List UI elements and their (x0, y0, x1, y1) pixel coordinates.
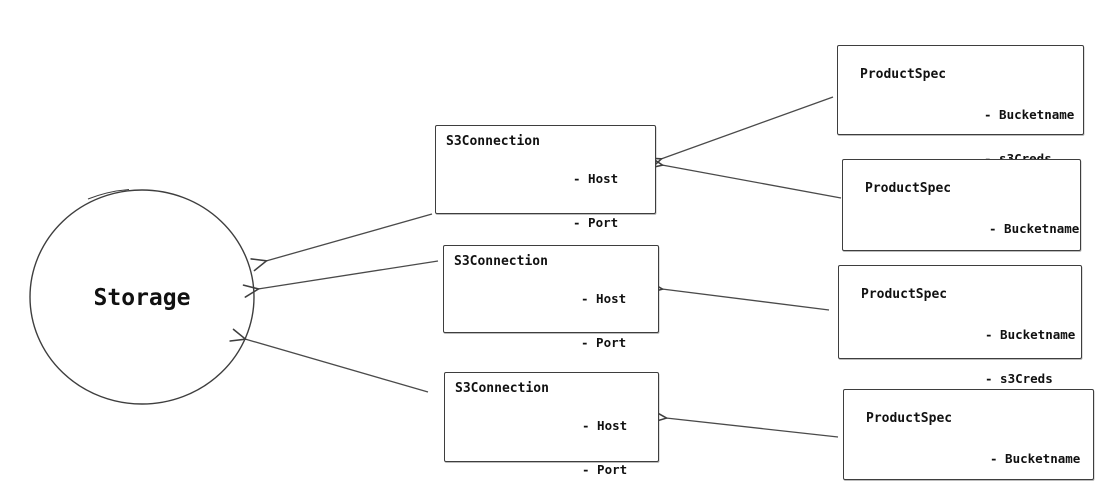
attribute-bucketname: - Bucketname (989, 221, 1080, 236)
productspec-title: ProductSpec (865, 181, 952, 196)
productspec-box-2: ProductSpec - Bucketname - s3Creds (842, 159, 1081, 279)
attribute-port: - Port (582, 461, 628, 477)
attribute-port: - Port (581, 334, 627, 350)
productspec-attributes: - Bucketname - s3Creds (990, 423, 1080, 493)
productspec-box-4: ProductSpec - Bucketname - s3Creds (843, 389, 1094, 480)
arrow-productspec4-to-s3connection3 (650, 409, 839, 438)
arrow-s3connection1-to-storage (250, 213, 433, 272)
attribute-port: - Port (573, 214, 619, 230)
productspec-box-3: ProductSpec - Bucketname - s3Creds (838, 265, 1082, 385)
productspec-box-1: ProductSpec - Bucketname - s3Creds (837, 45, 1084, 165)
productspec-attributes: - Bucketname - s3Creds (985, 299, 1075, 415)
attribute-host: - Host (582, 418, 628, 433)
attribute-bucketname: - Bucketname (985, 327, 1076, 342)
s3connection-title: S3Connection (455, 381, 549, 396)
s3connection-attributes: - Host - Port - TLS (582, 390, 627, 493)
productspec-title: ProductSpec (860, 67, 947, 82)
arrow-productspec3-to-s3connection2 (646, 280, 830, 311)
attribute-bucketname: - Bucketname (990, 451, 1081, 466)
attribute-s3creds: - s3Creds (985, 370, 1053, 386)
s3connection-title: S3Connection (446, 134, 540, 149)
productspec-title: ProductSpec (866, 411, 953, 426)
s3connection-box-2: S3Connection - Host - Port - TLS (443, 245, 659, 393)
arrow-productspec1-to-s3connection1 (645, 96, 834, 171)
s3connection-box-1: S3Connection - Host - Port - TLS (435, 125, 656, 273)
attribute-host: - Host (573, 171, 619, 186)
arrow-s3connection3-to-storage (229, 328, 429, 393)
s3connection-title: S3Connection (454, 254, 548, 269)
s3connection-box-3: S3Connection - Host - Port - TLS (444, 372, 659, 476)
storage-label: Storage (93, 285, 191, 311)
arrow-s3connection2-to-storage (242, 260, 439, 298)
attribute-bucketname: - Bucketname (984, 107, 1075, 122)
productspec-title: ProductSpec (861, 287, 948, 302)
arrow-productspec2-to-s3connection1 (646, 155, 842, 199)
attribute-host: - Host (581, 291, 627, 306)
